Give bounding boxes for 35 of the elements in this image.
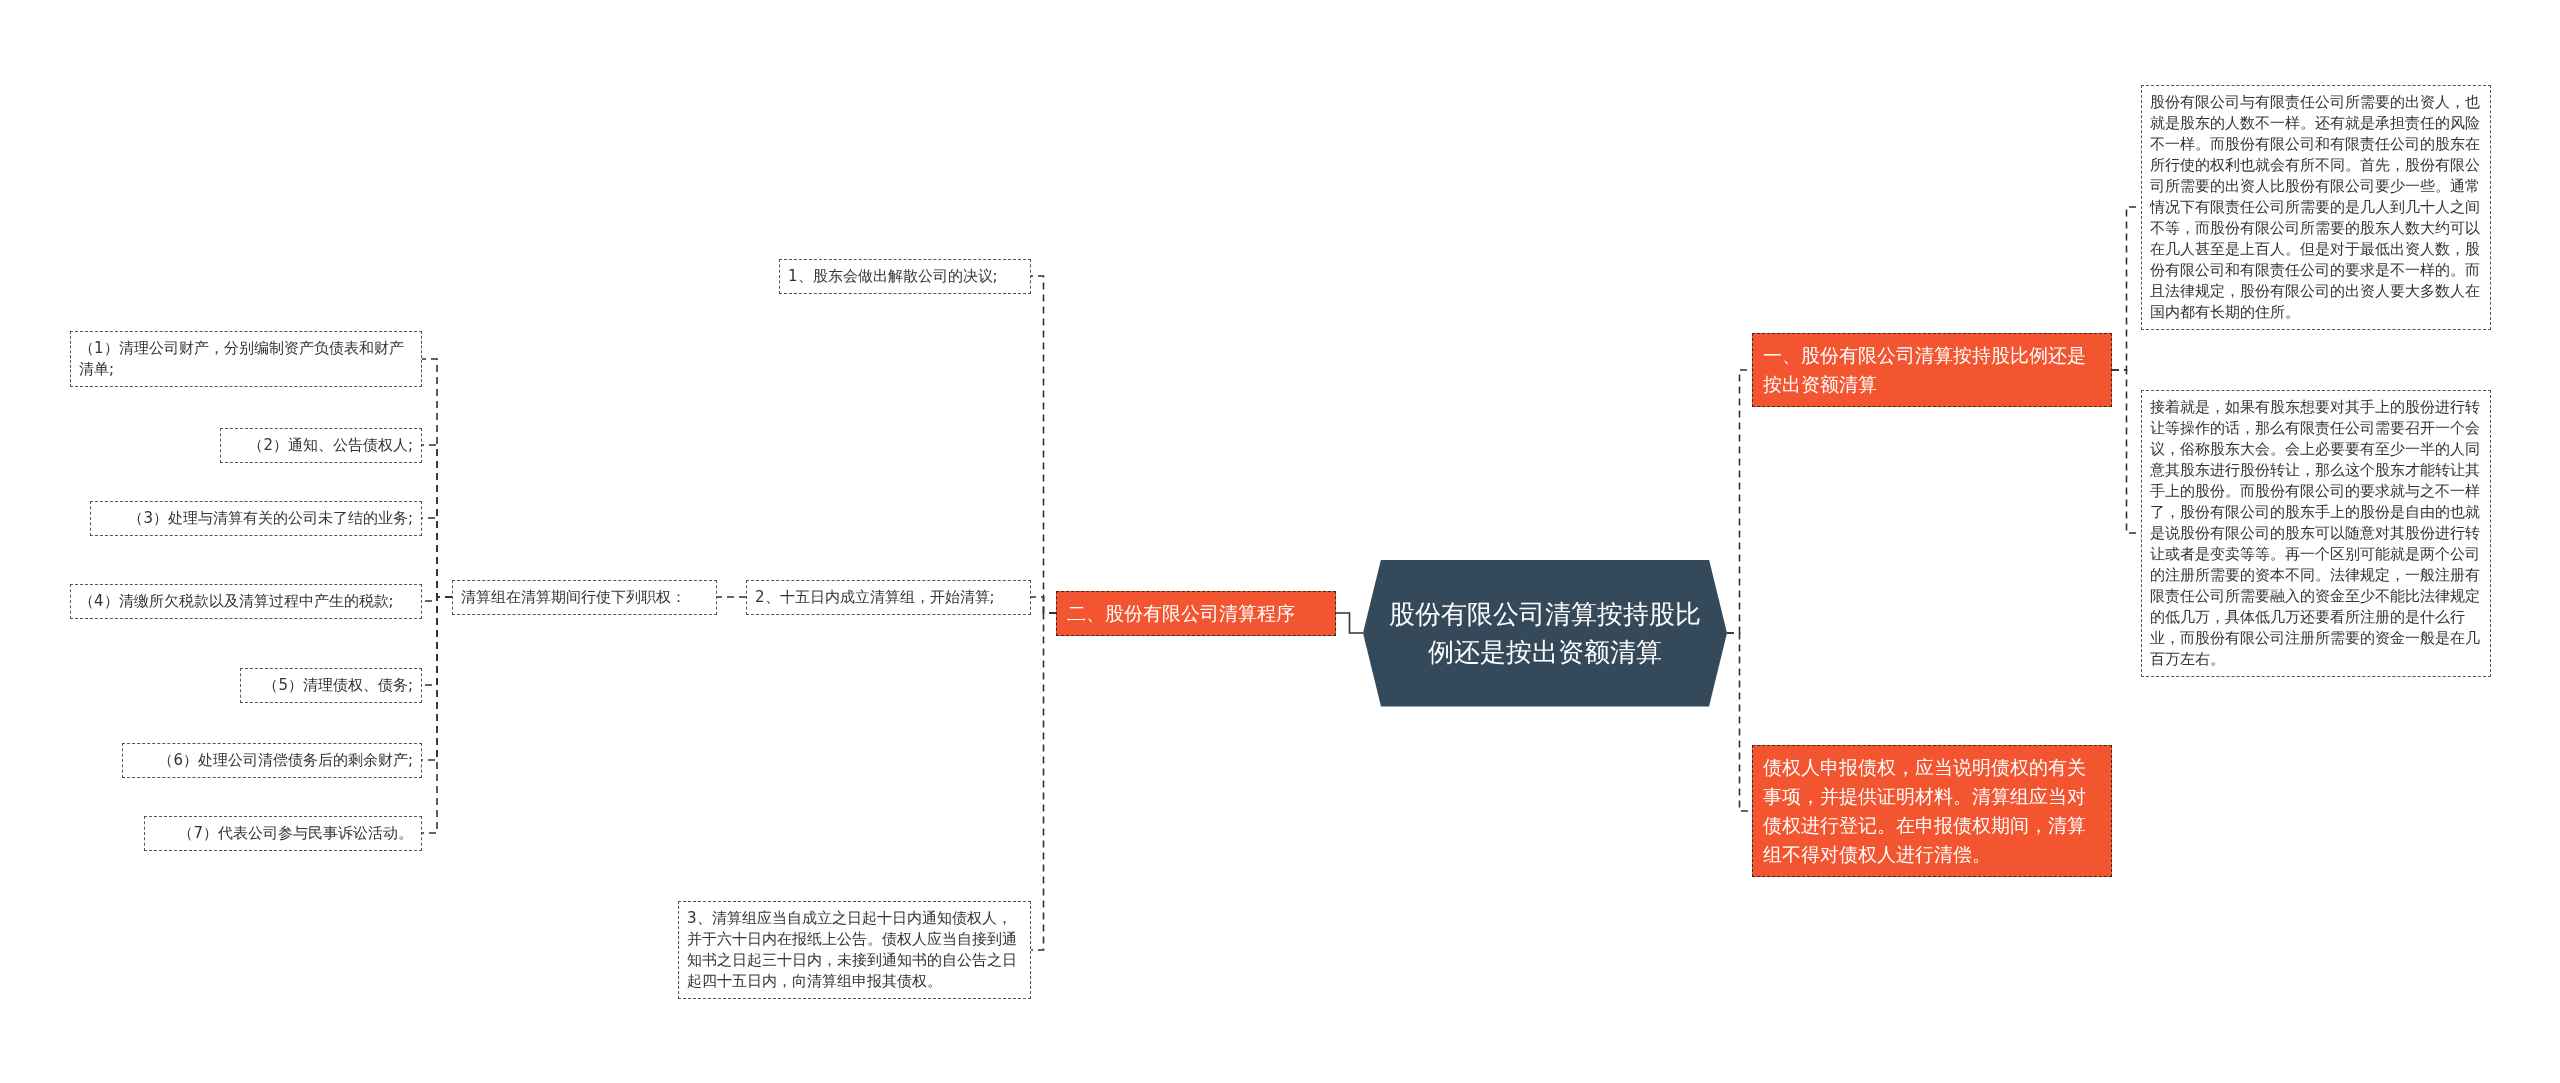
node-text: （7）代表公司参与民事诉讼活动。 bbox=[178, 823, 413, 842]
text-box bbox=[90, 500, 422, 536]
node-text: （1）清理公司财产，分别编制资产负债表和财产清单; bbox=[79, 339, 404, 378]
text-box bbox=[220, 427, 422, 463]
node-text: （5）清理债权、债务; bbox=[263, 675, 413, 694]
node-text: 3、清算组应当自成立之日起十日内通知债权人，并于六十日内在报纸上公告。债权人应当自接到通知书之日起三十日内，未接到通知书的自公告之日起四十五日内，向清算组申报其债权。 bbox=[687, 909, 1017, 990]
node-text: （4）清缴所欠税款以及清算过程中产生的税款; bbox=[79, 591, 394, 610]
node-text: （3）处理与清算有关的公司未了结的业务; bbox=[128, 508, 413, 527]
text-box bbox=[779, 258, 1031, 294]
node-text: 股份有限公司与有限责任公司所需要的出资人，也就是股东的人数不一样。还有就是承担责任的风险不一样。而股份有限公司和有限责任公司的股东在所行使的权利也就会有所不同。首先，股份有限公司所需要的出资人比股份有限公司要少一些。通常情况下有限责任公司所需要的是几人到几十人之间不等，而股份有限公司所需要的股东人数大约可以在几人甚至是上百人。但是对于最低出资人数，股份有限公司和有限责任公司的要求是不一样的。而且法律规定，股份有限公司的出资人要大多数人在国内都有长期的住所。 bbox=[2150, 93, 2480, 320]
node-text: （2）通知、公告债权人; bbox=[248, 435, 413, 454]
node-text: 股份有限公司清算按持股比例还是按出资额清算 bbox=[1388, 598, 1702, 669]
node-text: 清算组在清算期间行使下列职权： bbox=[461, 587, 686, 606]
node-text: 债权人申报债权，应当说明债权的有关事项，并提供证明材料。清算组应当对债权进行登记。在申报债权期间，清算组不得对债权人进行清偿。 bbox=[1763, 756, 2086, 865]
connector-line bbox=[421, 596, 453, 834]
node-text: 接着就是，如果有股东想要对其手上的股份进行转让等操作的话，那么有限责任公司需要召开一个会议，俗称股东大会。会上必要要有至少一半的人同意其股东进行股份转让，那么这个股东才能转让其手上的股份。而股份有限公司的要求就与之不一样了，股份有限公司的股东手上的股份是自由的也就是说股份有限公司的股东可以随意对其股份进行转让或者是变卖等等。再一个区别可能就是两个公司的注册所需要的资本不同。法律规定，一般注册有限责任公司所需要融入的资金至少不能比法律规定的低几万，具体低几万还要看所注册的是什么行业，而股份有限公司注册所需要的资金一般是在几百万左右。 bbox=[2150, 398, 2480, 667]
text-box bbox=[452, 579, 717, 615]
text-box bbox=[122, 742, 422, 778]
node-text: 二、股份有限公司清算程序 bbox=[1067, 601, 1295, 624]
node-text: 一、股份有限公司清算按持股比例还是按出资额清算 bbox=[1763, 344, 2086, 395]
connector-line bbox=[716, 596, 747, 598]
text-box bbox=[144, 815, 422, 851]
text-box bbox=[678, 901, 1031, 999]
connector-line bbox=[1030, 612, 1057, 951]
node-text: 2、十五日内成立清算组，开始清算; bbox=[755, 587, 995, 606]
node-text: 1、股东会做出解散公司的决议; bbox=[788, 266, 998, 285]
text-box bbox=[70, 583, 422, 619]
branch-topic bbox=[1056, 590, 1336, 636]
text-box bbox=[70, 331, 422, 387]
connector-line bbox=[1335, 612, 1364, 634]
text-box bbox=[240, 667, 422, 703]
branch-topic bbox=[1752, 745, 2112, 877]
branch-topic bbox=[1752, 333, 2112, 407]
node-text: （6）处理公司清偿债务后的剩余财产; bbox=[158, 750, 413, 769]
text-box bbox=[746, 579, 1031, 615]
